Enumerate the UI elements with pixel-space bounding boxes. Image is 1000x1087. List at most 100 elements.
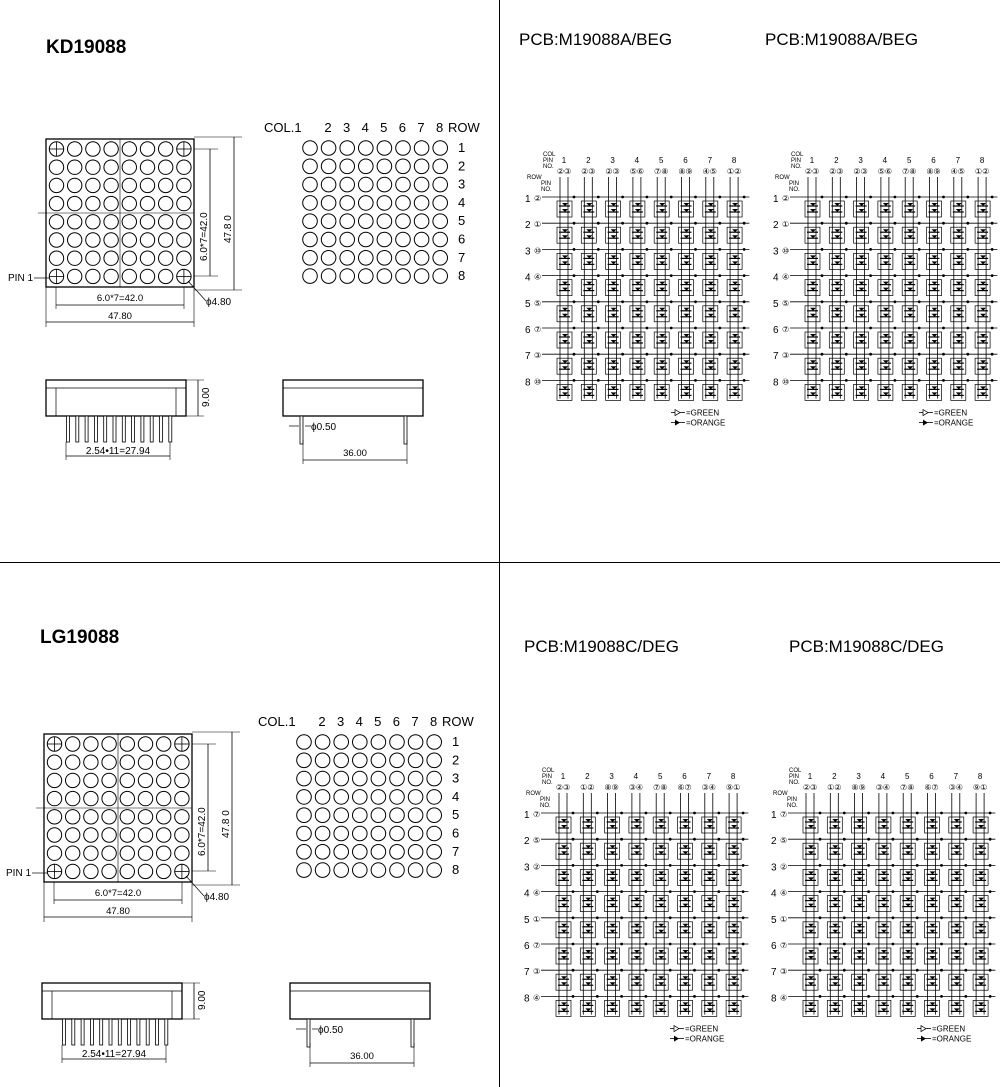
diode-orange (810, 392, 816, 396)
diode-orange (955, 209, 962, 212)
junction-dot (668, 916, 672, 920)
led-pair (725, 1000, 742, 1017)
led-pair (875, 973, 892, 991)
led-pair (950, 253, 967, 270)
led-pair (726, 279, 743, 296)
schem-col-pin: ⑧⑨ (926, 167, 940, 176)
schem-row-pin: ⑩ (534, 377, 541, 386)
diode-green (905, 976, 912, 980)
junction-dot (621, 274, 624, 277)
diode-orange (834, 209, 841, 212)
led-dot (139, 141, 156, 157)
diode-green (682, 871, 689, 875)
diode-orange (856, 956, 863, 959)
led-pair (653, 253, 670, 270)
led-pair (579, 816, 596, 834)
junction-dot (571, 968, 575, 972)
diode-orange (586, 287, 593, 291)
index-dot (352, 752, 368, 769)
col-number: 5 (380, 120, 387, 135)
pin (306, 1018, 311, 1048)
diode-green (980, 229, 987, 233)
index-dot (339, 231, 356, 248)
diode-orange (882, 366, 889, 370)
schem-col-pin: ⑨① (973, 783, 987, 792)
diode-orange (978, 929, 985, 933)
junction-dot (988, 942, 992, 946)
index-dot (333, 825, 350, 842)
diode-green (858, 229, 865, 233)
led-pair (604, 842, 620, 860)
diode-green (810, 255, 816, 259)
height-label: 9.00 (201, 387, 212, 407)
led-pair (726, 331, 743, 349)
schem-row-pin: ② (780, 862, 787, 871)
diode-orange (706, 825, 713, 828)
led-pair (678, 305, 694, 323)
led-pair (802, 869, 819, 886)
diode-orange (907, 313, 914, 317)
schem-row-number: 8 (773, 377, 779, 388)
schem-col-pin: ⑤⑥ (630, 167, 644, 176)
junction-dot (942, 379, 945, 382)
diode-orange (659, 235, 666, 239)
schem-row-number: 3 (771, 862, 777, 873)
side-body (282, 379, 424, 417)
led-pair (701, 816, 718, 834)
diode-orange (683, 392, 690, 396)
junction-dot (572, 221, 576, 225)
led-pair (701, 921, 718, 939)
row-number: 5 (458, 213, 465, 228)
diode-green (880, 950, 887, 953)
junction-dot (596, 352, 600, 356)
diode-orange (659, 366, 666, 370)
led-dot (83, 790, 99, 807)
diode-green (907, 386, 914, 390)
led-dot (121, 268, 138, 285)
pin (84, 415, 89, 443)
led-pair (875, 947, 892, 965)
index-dot (376, 140, 393, 156)
junction-dot (741, 864, 745, 867)
index-dot (413, 176, 430, 193)
junction-dot (891, 942, 895, 946)
junction-dot (621, 379, 624, 382)
schem-row-pin: ① (782, 220, 789, 229)
junction-dot (818, 864, 822, 867)
diode-orange (905, 903, 912, 907)
index-dot (432, 231, 449, 248)
diode-green (732, 203, 739, 206)
index-dot (376, 213, 393, 229)
diode-green (732, 307, 739, 311)
led-dot (65, 790, 81, 807)
led-pair (556, 279, 573, 296)
diode-green (683, 334, 690, 337)
row-number: 7 (458, 250, 465, 265)
junction-dot (893, 221, 897, 225)
schem-col-pin: ①② (580, 783, 594, 792)
diode-green (882, 334, 889, 337)
led-pair (851, 842, 867, 860)
led-pair (580, 331, 597, 349)
led-dot (137, 827, 154, 843)
led-pair (678, 253, 694, 270)
diode-green (953, 819, 960, 822)
index-dot (314, 844, 331, 860)
diode-green (682, 897, 689, 901)
junction-dot (915, 942, 919, 946)
led-pair (826, 869, 843, 886)
junction-dot (893, 300, 897, 304)
legend-diode-orange (921, 1035, 926, 1042)
diode-orange (609, 825, 616, 828)
diode-green (683, 203, 690, 206)
diode-green (810, 307, 816, 311)
diode-orange (978, 982, 985, 986)
schem-row-pin: ④ (533, 993, 540, 1002)
diode-orange (731, 903, 738, 907)
led-pair (556, 384, 573, 401)
diode-orange (834, 340, 841, 343)
diode-green (978, 819, 985, 822)
diode-green (658, 1002, 665, 1006)
schem-col-number: 6 (931, 156, 936, 165)
